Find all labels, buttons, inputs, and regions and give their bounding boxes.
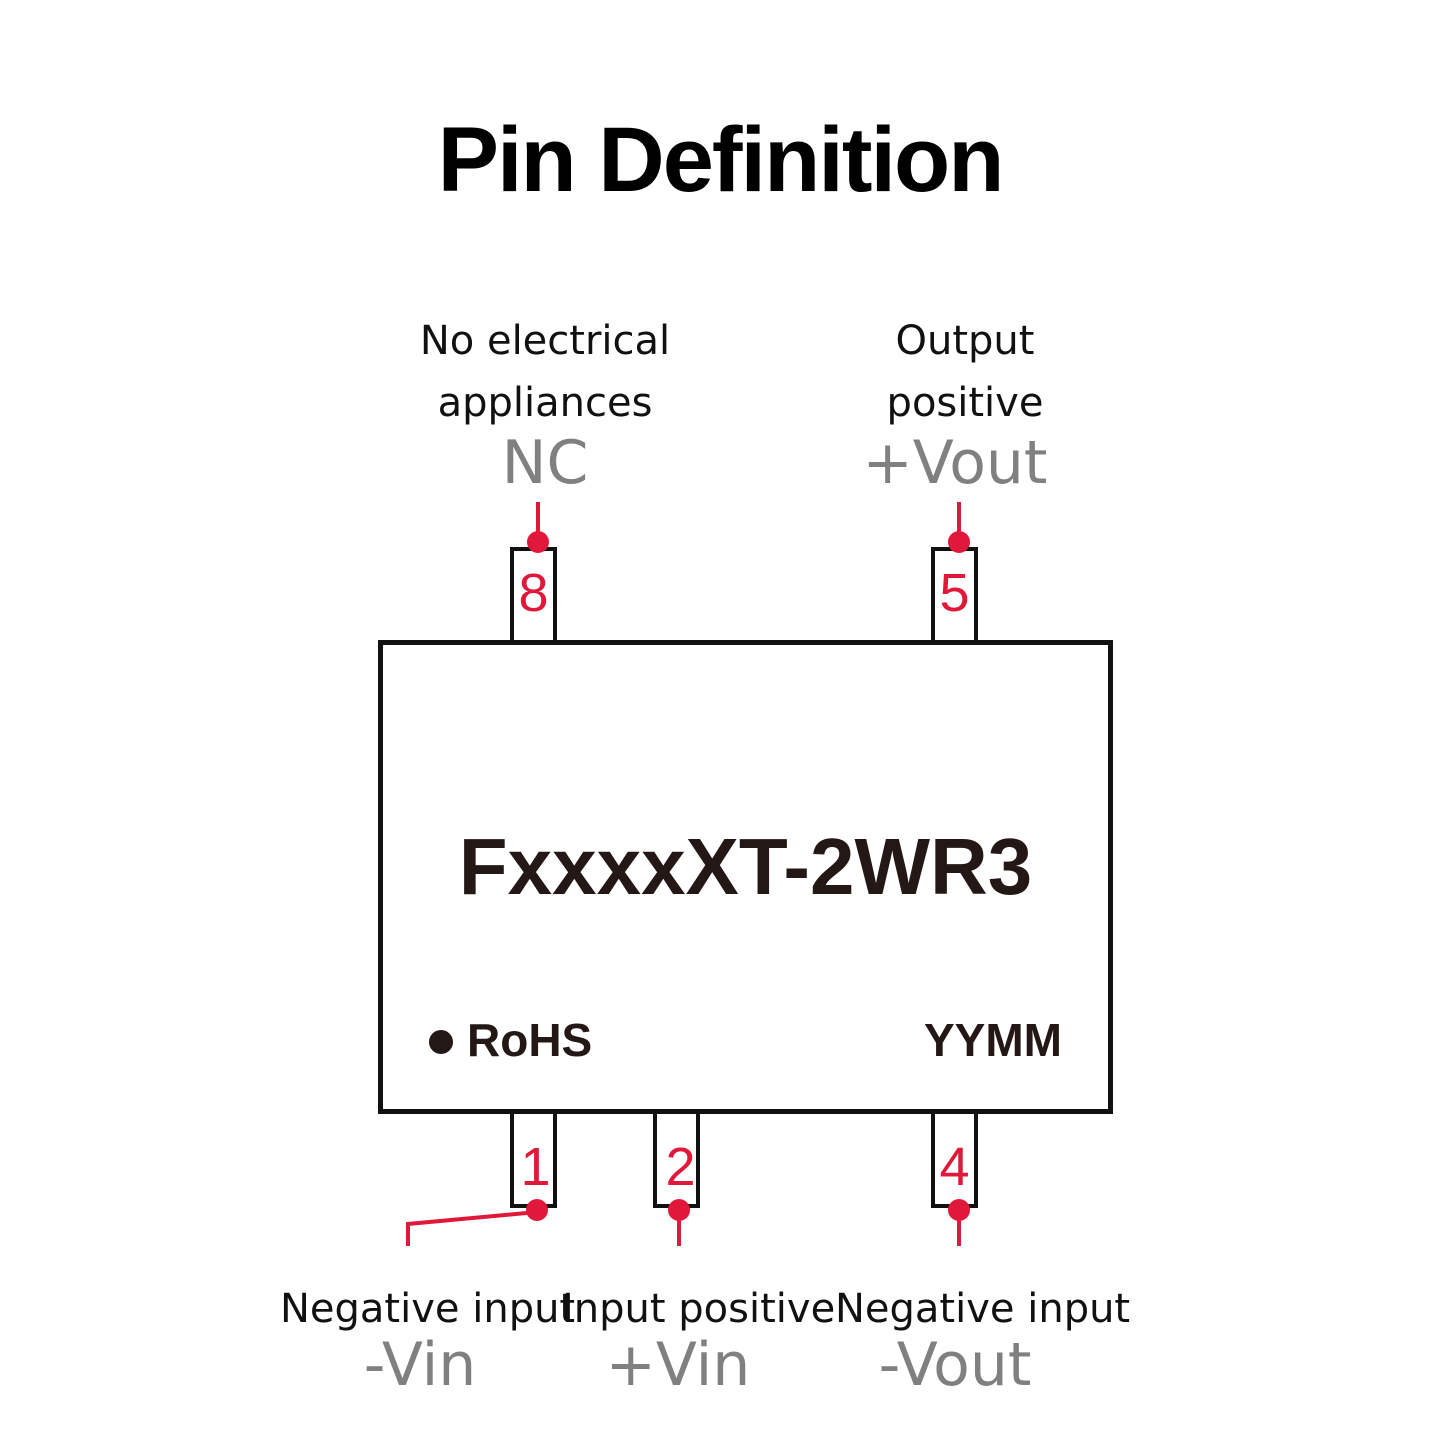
- pin4-number: 4: [939, 1137, 970, 1197]
- pin1-dot: [526, 1199, 548, 1221]
- rohs-marking: RoHS: [467, 1014, 593, 1066]
- pin2-description: Input positive: [562, 1286, 836, 1332]
- pin1-number: 1: [520, 1137, 551, 1197]
- pin2-symbol: +Vin: [605, 1330, 751, 1400]
- pin5-symbol: +Vout: [862, 428, 1048, 498]
- page-title: Pin Definition: [437, 109, 1005, 211]
- pin2-dot: [668, 1199, 690, 1221]
- pin2-tab: [653, 1110, 700, 1208]
- pin8-number: 8: [518, 563, 549, 623]
- pin5-dot: [948, 531, 970, 553]
- date-code-marking: YYMM: [924, 1014, 1062, 1066]
- pin1-symbol: -Vin: [363, 1330, 477, 1400]
- pin1-indicator-dot: [429, 1030, 453, 1054]
- pin1-description: Negative input: [280, 1286, 576, 1332]
- pin2-number: 2: [665, 1137, 696, 1197]
- pin8-tab: [510, 547, 557, 645]
- pin8-dot: [527, 531, 549, 553]
- module-body: FxxxxXT-2WR3 RoHS YYMM: [378, 640, 1113, 1114]
- pin5-tab: [931, 547, 978, 645]
- pin5-description: Output positive: [886, 318, 1044, 426]
- pin4-description: Negative input: [835, 1286, 1131, 1332]
- pin8-description: No electrical appliances: [419, 318, 671, 426]
- pin4-tab: [931, 1110, 978, 1208]
- part-number: FxxxxXT-2WR3: [458, 822, 1033, 911]
- pin1-lead-line: [406, 1210, 538, 1246]
- pin5-number: 5: [939, 563, 970, 623]
- pin4-dot: [948, 1199, 970, 1221]
- pin8-symbol: NC: [501, 428, 589, 498]
- pin4-symbol: -Vout: [878, 1330, 1032, 1400]
